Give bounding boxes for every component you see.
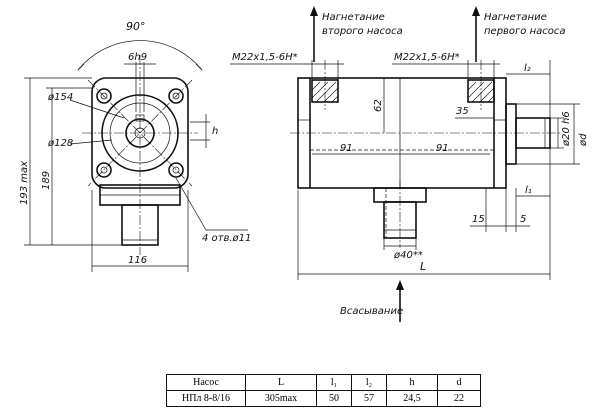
dim-62-label: 62	[373, 99, 384, 112]
col-header: l₂	[351, 374, 387, 391]
col-header: h	[386, 374, 438, 391]
table-cell: 24,5	[386, 390, 438, 407]
h-label: h	[212, 126, 218, 137]
discharge-first-arrow	[472, 6, 480, 62]
col-header: l₁	[316, 374, 352, 391]
front-view: 90° 6h9 ø154 ø128 h 193 max 189 116 4 от…	[19, 20, 251, 272]
angle-label: 90°	[126, 20, 146, 33]
discharge-second-line1: Нагнетание	[322, 12, 385, 23]
dia-128-label: ø128	[47, 138, 73, 149]
suction-label: Всасывание	[340, 306, 403, 317]
dim-116-label: 116	[128, 255, 147, 266]
dim-d40-label: ø40**	[393, 250, 423, 261]
dim-91-right-label: 91	[436, 143, 449, 154]
key-width-label: 6h9	[128, 52, 147, 63]
dia-154-label: ø154	[47, 92, 73, 103]
dim-L-label: L	[420, 260, 426, 273]
dim-d20-label: ø20 h6	[561, 111, 572, 147]
col-header: d	[437, 374, 481, 391]
table-cell: 305max	[245, 390, 317, 407]
discharge-first-line1: Нагнетание	[484, 12, 547, 23]
discharge-second-arrow	[310, 6, 318, 62]
holes-label: 4 отв.ø11	[202, 233, 251, 244]
table-cell: 57	[351, 390, 387, 407]
discharge-second-line2: второго насоса	[322, 26, 403, 37]
dim-5-label: 5	[520, 214, 526, 225]
table-header-row: Насос L l₁ l₂ h d	[166, 374, 481, 391]
dim-189-label: 189	[41, 171, 52, 190]
spec-table: Насос L l₁ l₂ h d НПл 8-8/16 305max 50 5…	[166, 374, 481, 407]
dim-91-left-label: 91	[340, 143, 353, 154]
dim-d-label: ød	[578, 133, 589, 147]
table-cell: 22	[437, 390, 481, 407]
thread-right-label: M22x1,5-6H*	[394, 52, 460, 63]
table-cell: 50	[316, 390, 352, 407]
pump-drawing: 90° 6h9 ø154 ø128 h 193 max 189 116 4 от…	[19, 6, 589, 322]
dim-l2-label: l₂	[524, 63, 531, 74]
thread-left-label: M22x1,5-6H*	[232, 52, 298, 63]
dim-15-label: 15	[472, 214, 485, 225]
dim-l1-label: l₁	[525, 185, 532, 196]
col-header: L	[245, 374, 317, 391]
table-row: НПл 8-8/16 305max 50 57 24,5 22	[166, 390, 481, 407]
suction-arrow	[396, 280, 404, 322]
side-view: Нагнетание второго насоса Нагнетание пер…	[230, 6, 589, 322]
col-header: Насос	[166, 374, 246, 391]
dim-193-label: 193 max	[19, 161, 30, 205]
table-cell: НПл 8-8/16	[166, 390, 246, 407]
dim-35-label: 35	[456, 106, 469, 117]
discharge-first-line2: первого насоса	[484, 26, 566, 37]
